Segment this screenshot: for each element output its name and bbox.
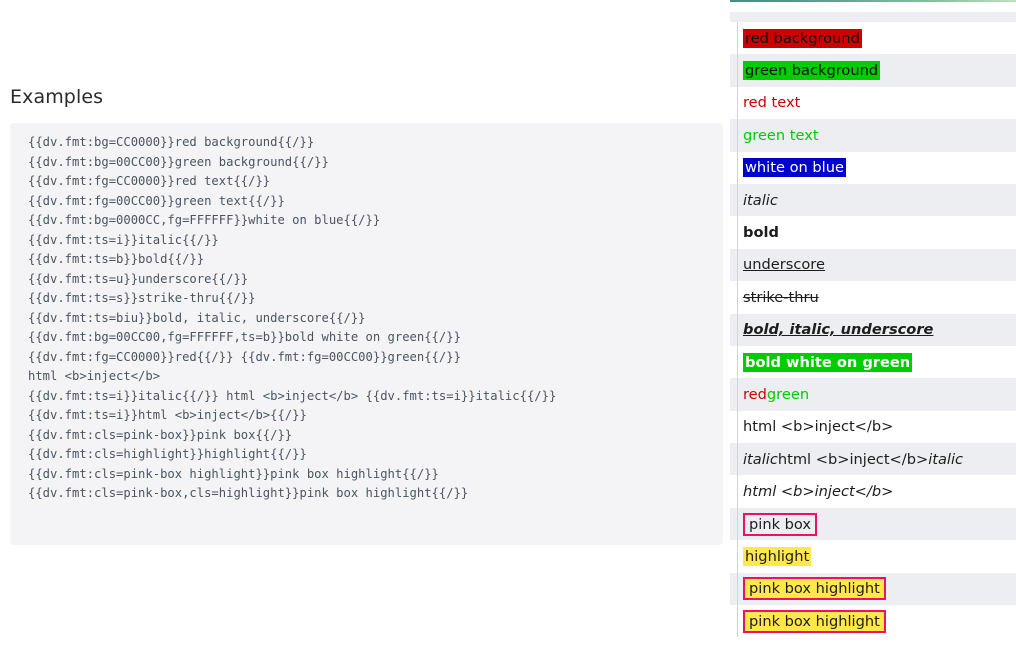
top-accent-rule — [730, 0, 1016, 2]
code-line: {{dv.fmt:ts=biu}}bold, italic, underscor… — [28, 310, 366, 325]
code-line: {{dv.fmt:ts=i}}italic{{/}} — [28, 232, 219, 247]
preview-row-value: green background — [743, 61, 881, 81]
code-block: {{dv.fmt:bg=CC0000}}red background{{/}} … — [10, 123, 723, 545]
preview-row-value: bold white on green — [743, 352, 913, 372]
preview-row: html <b>inject</b> — [730, 410, 1016, 444]
code-line: {{dv.fmt:bg=CC0000}}red background{{/}} — [28, 135, 315, 149]
code-line: {{dv.fmt:cls=pink-box}}pink box{{/}} — [28, 427, 293, 442]
code-line: {{dv.fmt:bg=00CC00,fg=FFFFFF,ts=b}}bold … — [28, 330, 461, 344]
code-line: {{dv.fmt:cls=pink-box highlight}}pink bo… — [28, 466, 439, 481]
preview-row: highlight — [730, 540, 1016, 574]
preview-row-value: bold, italic, underscore — [743, 321, 934, 339]
preview-row-value: html <b>inject</b> — [743, 418, 894, 436]
preview-row: pink box — [730, 507, 1016, 541]
preview-row: green text — [730, 119, 1016, 152]
code-line: {{dv.fmt:ts=s}}strike-thru{{/}} — [28, 291, 256, 305]
code-line: {{dv.fmt:bg=00CC00}}green background{{/}… — [28, 154, 329, 169]
code-line: {{dv.fmt:cls=highlight}}highlight{{/}} — [28, 447, 307, 461]
preview-row: red text — [730, 86, 1016, 120]
code-line: {{dv.fmt:ts=i}}italic{{/}} html <b>injec… — [28, 388, 557, 403]
preview-row-fragment: red — [743, 385, 767, 403]
preview-row: pink box highlight — [730, 572, 1016, 606]
preview-row-list: red background green background red text gr… — [730, 22, 1016, 638]
preview-row-value: italic — [743, 191, 778, 209]
code-line: {{dv.fmt:ts=i}}html <b>inject</b>{{/}} — [28, 408, 307, 422]
preview-row: green background — [730, 54, 1016, 88]
source-pane: Examples {{dv.fmt:bg=CC0000}}red backgro… — [10, 85, 723, 545]
preview-row-value: pink box highlight — [743, 609, 886, 633]
preview-row-fragment: italic — [928, 450, 964, 468]
code-line: {{dv.fmt:bg=0000CC,fg=FFFFFF}}white on b… — [28, 213, 381, 227]
preview-row: underscore — [730, 248, 1016, 282]
preview-row-fragment: html <b>inject</b> — [777, 450, 929, 468]
preview-row-value: pink box — [743, 512, 818, 536]
preview-row: italic html <b>inject</b> italic — [730, 443, 1016, 476]
code-line: html <b>inject</b> — [28, 369, 161, 383]
code-line: {{dv.fmt:ts=u}}underscore{{/}} — [28, 271, 249, 286]
code-line: {{dv.fmt:fg=CC0000}}red text{{/}} — [28, 174, 271, 188]
preview-row: bold — [730, 216, 1016, 250]
code-line: {{dv.fmt:ts=b}}bold{{/}} — [28, 252, 205, 266]
preview-row: red background — [730, 22, 1016, 55]
preview-row: red green — [730, 378, 1016, 412]
preview-row-value: html <b>inject</b> — [743, 483, 894, 501]
preview-row: white on blue — [730, 151, 1016, 185]
preview-row: html <b>inject</b> — [730, 475, 1016, 509]
code-line: {{dv.fmt:fg=00CC00}}green text{{/}} — [28, 193, 285, 208]
preview-pane: red background green background red text gr… — [730, 0, 1016, 648]
preview-row: bold, italic, underscore — [730, 313, 1016, 347]
preview-row: italic — [730, 183, 1016, 217]
code-line: {{dv.fmt:fg=CC0000}}red{{/}} {{dv.fmt:fg… — [28, 349, 461, 364]
preview-row: bold white on green — [730, 345, 1016, 379]
preview-row: pink box highlight — [730, 605, 1016, 638]
code-line: {{dv.fmt:cls=pink-box,cls=highlight}}pin… — [28, 486, 469, 500]
preview-row-value: red background — [743, 28, 862, 48]
preview-row-value: strike-thru — [743, 288, 819, 306]
preview-row-value: bold — [743, 224, 779, 242]
preview-row-value: pink box highlight — [743, 577, 886, 601]
preview-row-fragment: green — [766, 385, 810, 403]
preview-row-value: highlight — [743, 546, 812, 566]
preview-row-value: underscore — [743, 256, 825, 274]
preview-row-value: red text — [743, 94, 801, 112]
preview-row-fragment: italic — [743, 450, 778, 468]
preview-header-strip — [730, 12, 1016, 22]
preview-row-value: green text — [743, 126, 819, 144]
page-title: Examples — [10, 85, 104, 108]
preview-row-value: white on blue — [743, 158, 846, 178]
preview-row: strike-thru — [730, 281, 1016, 314]
